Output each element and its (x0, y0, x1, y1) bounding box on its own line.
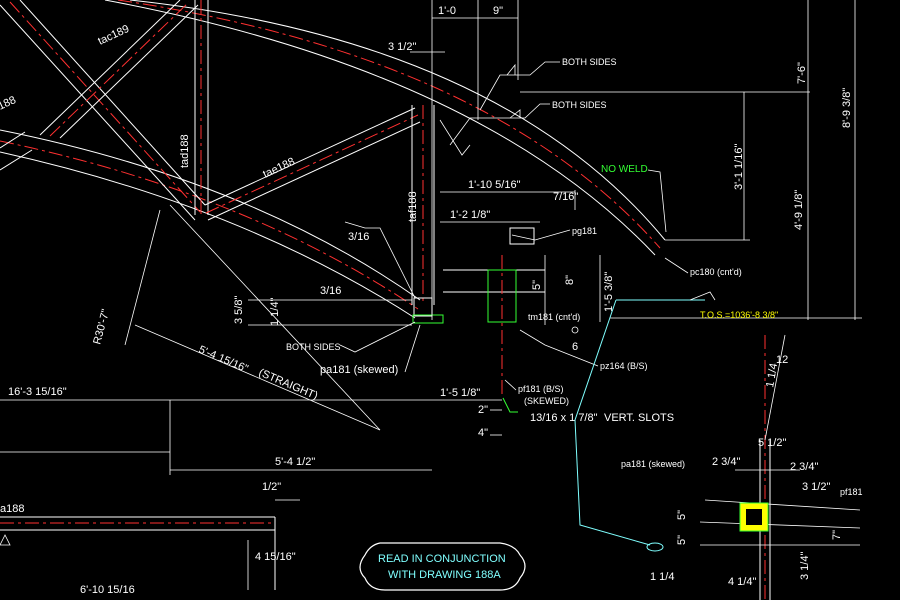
dim-16-3-15-16: 16'-3 15/16" (8, 386, 67, 398)
slope-12: 12 (776, 354, 788, 366)
right-dimensions: 7'-6" 8'-9 3/8" 3'-1 1/16" 4'-9 1/8" (520, 0, 862, 320)
label-skewed: (SKEWED) (524, 396, 569, 406)
label-pg181: pg181 (572, 226, 597, 236)
label-pf181-bs: pf181 (B/S) (518, 384, 564, 394)
member-label-taf188: taf188 (407, 191, 419, 222)
detail-dim-3-1-2: 3 1/2" (802, 481, 830, 493)
weld-note-both-sides-3: BOTH SIDES (286, 342, 341, 352)
label-vert-slots: VERT. SLOTS (604, 412, 674, 424)
dim-2: 2" (478, 404, 488, 416)
section-marker (571, 326, 579, 334)
weld-size-3-16-b: 3/16 (320, 285, 341, 297)
dim-1-10-5-16: 1'-10 5/16" (468, 179, 521, 191)
dim-1-5-1-8: 1'-5 1/8" (440, 387, 480, 399)
detail-dim-1-1-4: 1 1/4 (650, 571, 674, 583)
pa181-leader (404, 324, 421, 373)
conjunction-note: READ IN CONJUNCTION WITH DRAWING 188A (359, 542, 526, 591)
connection-detail: 12 1 1/4 5 1/2" 2 3/4" 2 3/4" 3 1/2" pa1… (621, 334, 863, 600)
weld-symbol-1: BOTH SIDES (479, 57, 617, 111)
detail-dim-7: 7" (831, 530, 843, 540)
label-pz164: pz164 (B/S) (600, 361, 648, 371)
dim-3-1-1-16: 3'-1 1/16" (733, 144, 745, 190)
detail-dim-4-1-4: 4 1/4" (728, 576, 756, 588)
detail-cut-line (574, 299, 651, 546)
dim-1-2-1-8: 1'-2 1/8" (450, 209, 490, 221)
dim-4-15-16: 4 15/16" (255, 551, 296, 563)
dim-8-9-3-8: 8'-9 3/8" (841, 88, 853, 128)
web-members (0, 0, 444, 324)
tos-marker (689, 291, 716, 301)
section-6: 6 (572, 341, 578, 353)
pc180-leader (664, 257, 689, 274)
member-label-a188: a188 (0, 503, 24, 515)
dim-4-9-1-8: 4'-9 1/8" (793, 190, 805, 230)
bottom-chord (0, 129, 421, 319)
no-weld-note: NO WELD (601, 164, 648, 175)
top-chord (104, 0, 666, 256)
dim-7-16: 7/16" (553, 191, 578, 203)
note-line-2: WITH DRAWING 188A (388, 569, 501, 581)
dim-1-5-3-8: 1'-5 3/8" (603, 272, 615, 312)
dim-7-6: 7'-6" (796, 62, 808, 84)
member-label-tad188: tad188 (179, 134, 191, 168)
dim-6-10-15-16: 6'-10 15/16 (80, 584, 135, 596)
dim-5: 5" (531, 280, 543, 290)
bottom-left-beam: a188 4 15/16" 1/2" 6'-10 15/16 (0, 481, 300, 596)
connection-plates: 5" 8" 1'-5 3/8" (443, 227, 615, 395)
detail-cut-marker (646, 542, 664, 552)
pg181-leader (511, 229, 571, 241)
detail-dim-5-1-2: 5 1/2" (758, 437, 786, 449)
dim-1-0: 1'-0 (438, 5, 456, 17)
weld-note-both-sides-1: BOTH SIDES (562, 57, 617, 67)
top-dimensions: 1'-0 9" 3 1/2" (388, 0, 519, 320)
label-pc180: pc180 (cnt'd) (690, 267, 742, 277)
label-tm181: tm181 (cnt'd) (528, 312, 580, 322)
dim-9: 9" (493, 5, 503, 17)
label-pa181-detail: pa181 (skewed) (621, 459, 685, 469)
weld-symbol-2: BOTH SIDES (439, 100, 607, 156)
slot-dimensions: 1'-5 1/8" 2" 4" (432, 387, 502, 439)
overall-dimensions: 16'-3 15/16" 5'-4 1/2" (0, 386, 432, 475)
base-dimensions: 3 5/8" 1 1/4" 3/16 BOTH SIDES (233, 285, 416, 353)
dim-3-5-8: 3 5/8" (233, 296, 245, 324)
slot-leader (502, 397, 518, 413)
dim-1-1-4: 1 1/4" (269, 298, 281, 326)
tos-elevation: T.O.S.=1036'-8 3/8" (700, 310, 778, 320)
detail-dim-2-3-4-b: 2 3/4" (790, 461, 818, 473)
mid-dimensions: 1'-10 5/16" 7/16" 1'-2 1/8" (440, 179, 578, 223)
weld-size-3-16-a: 3/16 (348, 231, 369, 243)
dim-3-1-2: 3 1/2" (388, 41, 416, 53)
note-line-1: READ IN CONJUNCTION (378, 553, 506, 565)
pf181-leader (504, 379, 517, 391)
detail-dim-2-3-4-a: 2 3/4" (712, 456, 740, 468)
detail-dim-5-a: 5" (676, 510, 688, 520)
label-pa181-skewed: pa181 (skewed) (320, 364, 398, 376)
dim-5-4-1-2: 5'-4 1/2" (275, 456, 315, 468)
dim-1-2-small: 1/2" (262, 481, 281, 493)
weld-note-both-sides-2: BOTH SIDES (552, 100, 607, 110)
label-pf181-detail: pf181 (840, 487, 863, 497)
dim-slot-size: 13/16 x 1 7/8" (530, 412, 598, 424)
slope-1-1-4: 1 1/4 (764, 362, 780, 388)
no-weld-leader (647, 169, 667, 233)
dim-8: 8" (564, 275, 576, 285)
detail-dim-5-b: 5" (676, 535, 688, 545)
dim-4: 4" (478, 427, 488, 439)
detail-dim-3-1-4: 3 1/4" (799, 552, 811, 580)
weld-leader-3-16 (344, 221, 416, 299)
pz164-leader (519, 329, 599, 367)
